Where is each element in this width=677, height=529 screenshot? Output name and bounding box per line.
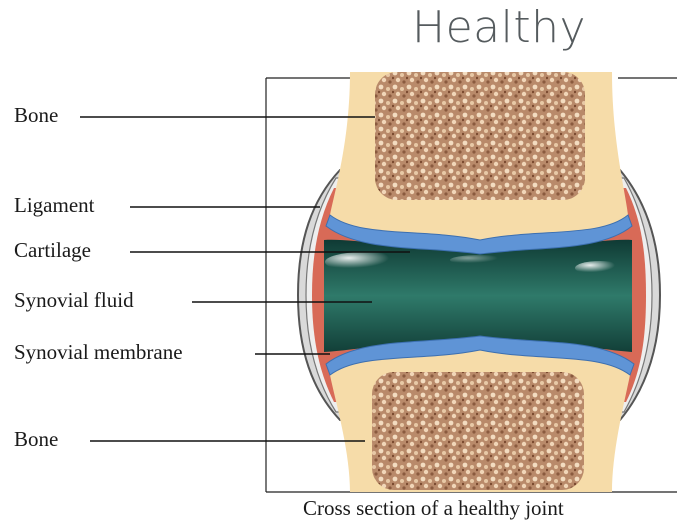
top-spongy-bone [375, 72, 585, 200]
label-bone-bottom: Bone [14, 427, 58, 452]
label-synovial-membrane: Synovial membrane [14, 340, 183, 365]
label-synovial-fluid: Synovial fluid [14, 288, 134, 313]
diagram-caption: Cross section of a healthy joint [303, 496, 564, 521]
label-bone-top: Bone [14, 103, 58, 128]
label-ligament: Ligament [14, 193, 94, 218]
label-cartilage: Cartilage [14, 238, 91, 263]
bottom-spongy-bone [372, 372, 584, 490]
